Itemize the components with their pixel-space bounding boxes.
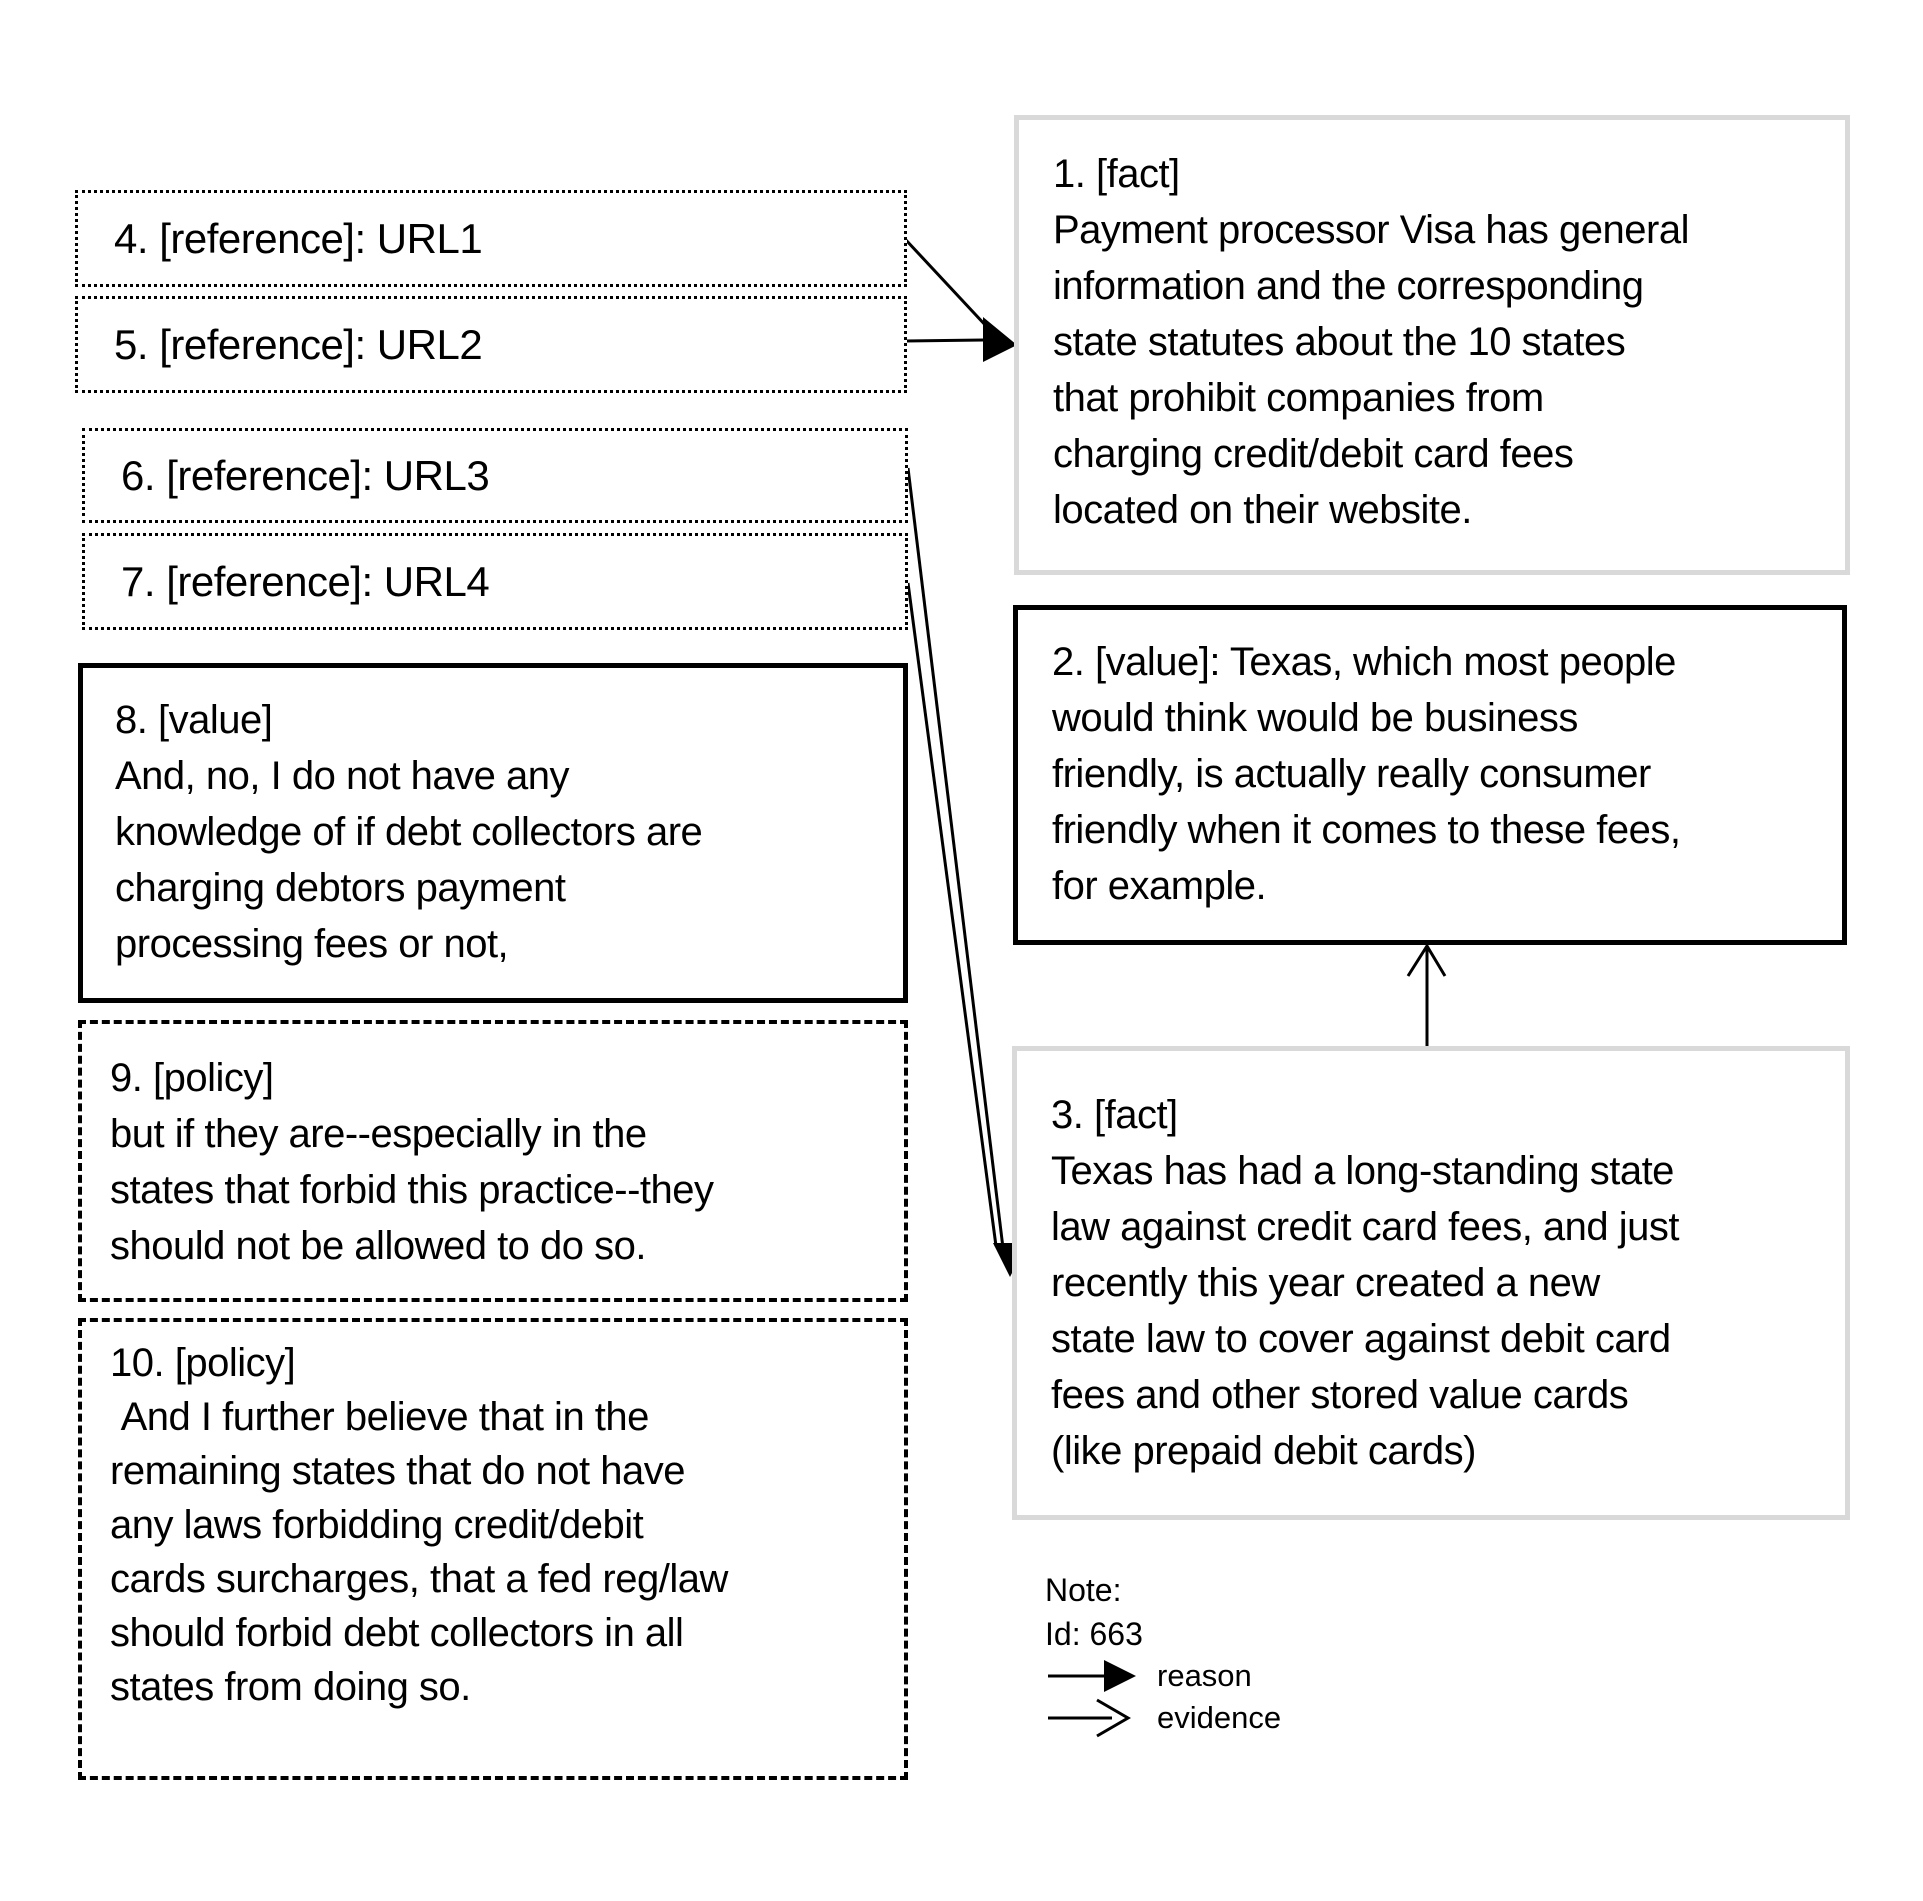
node-6-reference: 6. [reference]: URL3 <box>82 428 908 523</box>
legend-evidence-arrow-icon <box>1048 1698 1131 1738</box>
legend: Note: Id: 663 <box>1045 1568 1143 1656</box>
node-4-reference: 4. [reference]: URL1 <box>75 190 907 287</box>
legend-id-label: Id: 663 <box>1045 1616 1143 1652</box>
legend-reason-arrow-icon <box>1048 1660 1136 1692</box>
node-8-value: 8. [value] And, no, I do not have any kn… <box>78 663 908 1003</box>
reason-arrowhead-icon <box>983 317 1017 362</box>
legend-note-label: Note: <box>1045 1572 1122 1608</box>
node-2-value: 2. [value]: Texas, which most people wou… <box>1013 605 1847 945</box>
node-10-policy: 10. [policy] And I further believe that … <box>78 1318 908 1780</box>
node-5-reference: 5. [reference]: URL2 <box>75 296 907 393</box>
legend-reason-label: reason <box>1157 1658 1252 1693</box>
node-3-fact: 3. [fact] Texas has had a long-standing … <box>1012 1046 1850 1520</box>
node-7-reference: 7. [reference]: URL4 <box>82 533 908 630</box>
evidence-arrow-fact3-to-value2 <box>1406 943 1447 1046</box>
reason-arrow-refs-to-fact1 <box>903 237 1017 362</box>
node-9-policy: 9. [policy] but if they are--especially … <box>78 1020 908 1302</box>
node-1-fact: 1. [fact] Payment processor Visa has gen… <box>1014 115 1850 575</box>
evidence-arrowhead-icon <box>1406 943 1447 977</box>
legend-evidence-label: evidence <box>1157 1700 1282 1735</box>
reason-arrow-refs-to-fact3 <box>906 467 1027 1277</box>
